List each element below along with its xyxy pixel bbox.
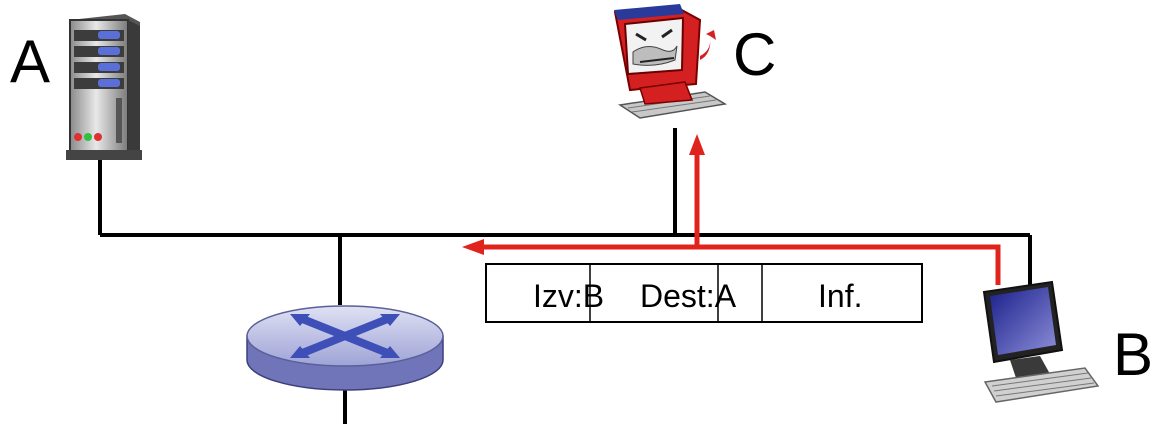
attack-arrowhead-left bbox=[462, 239, 484, 255]
node-label-c: C bbox=[733, 21, 776, 88]
packet-field-source: Izv:B bbox=[533, 278, 604, 314]
attack-path bbox=[462, 134, 1001, 285]
attack-path-from-b bbox=[478, 244, 1001, 285]
packet-box bbox=[485, 263, 923, 323]
packet-field-info: Inf. bbox=[818, 278, 862, 314]
node-label-b: B bbox=[1113, 321, 1151, 388]
router-icon bbox=[246, 305, 444, 391]
network-links bbox=[98, 128, 1032, 424]
packet: Izv:B Dest:A Inf. bbox=[485, 263, 923, 323]
server-icon bbox=[66, 14, 142, 160]
packet-field-destination: Dest:A bbox=[640, 278, 737, 314]
node-label-a: A bbox=[10, 28, 50, 95]
desktop-computer-icon bbox=[982, 280, 1100, 403]
attack-arrowhead-up bbox=[689, 134, 705, 155]
devil-computer-icon bbox=[613, 4, 728, 119]
